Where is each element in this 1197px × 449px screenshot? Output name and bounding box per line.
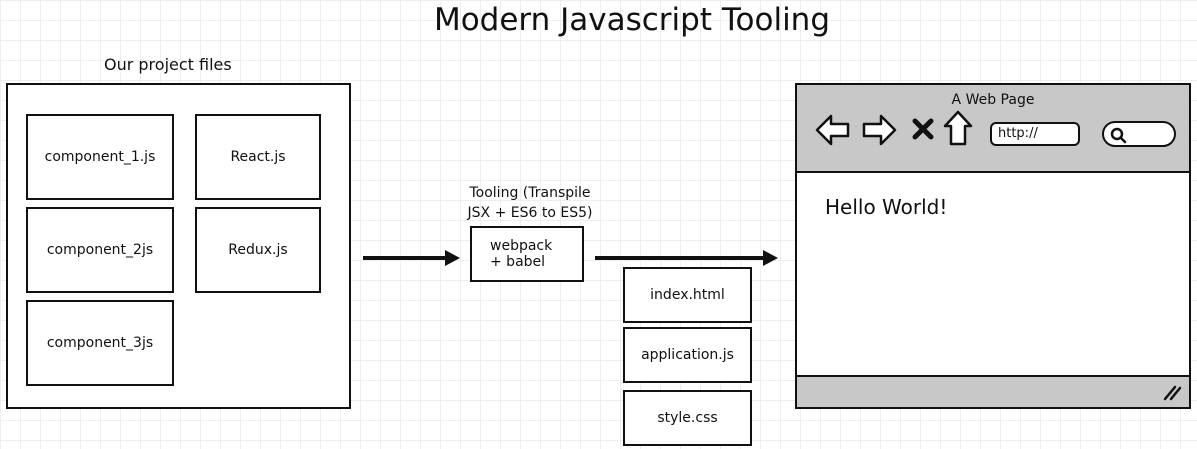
output-file-style: style.css <box>623 390 752 446</box>
diagram-title: Modern Javascript Tooling <box>433 2 831 38</box>
file-name: component_3js <box>46 335 154 351</box>
url-field[interactable]: http:// <box>990 122 1080 146</box>
file-name: React.js <box>230 149 286 165</box>
search-field[interactable] <box>1102 121 1176 147</box>
tooling-label-line2: JSX + ES6 to ES5) <box>467 205 593 221</box>
file-name: application.js <box>641 347 734 363</box>
page-content-text: Hello World! <box>825 195 948 219</box>
file-name: Redux.js <box>228 242 288 258</box>
babel-label: + babel <box>490 254 546 270</box>
browser-toolbar: A Web Page http:// <box>797 85 1189 173</box>
file-name: style.css <box>657 410 718 426</box>
search-icon <box>1110 127 1127 144</box>
file-name: component_1.js <box>44 149 156 165</box>
home-icon[interactable] <box>943 110 973 148</box>
resize-grip-icon[interactable] <box>1163 385 1182 401</box>
project-files-panel: component_1.js React.js component_2js Re… <box>6 83 351 409</box>
stop-icon[interactable] <box>911 117 935 141</box>
file-box-react: React.js <box>195 114 321 200</box>
output-file-application: application.js <box>623 327 752 383</box>
file-box-component-1: component_1.js <box>26 114 174 200</box>
browser-page-title: A Web Page <box>951 92 1035 108</box>
file-box-component-3: component_3js <box>26 300 174 386</box>
output-file-index: index.html <box>623 267 752 323</box>
webpack-label: webpack <box>490 238 553 254</box>
forward-arrow-icon[interactable] <box>861 113 897 147</box>
file-name: index.html <box>650 287 725 303</box>
browser-window: A Web Page http:// Hello World! <box>795 83 1191 409</box>
tooling-label-line1: Tooling (Transpile <box>469 185 591 201</box>
webpack-babel-box: webpack + babel <box>470 226 584 282</box>
project-files-label: Our project files <box>104 55 232 74</box>
file-name: component_2js <box>46 242 154 258</box>
tooling-label: Tooling (Transpile JSX + ES6 to ES5) <box>440 183 620 223</box>
file-box-redux: Redux.js <box>195 207 321 293</box>
browser-status-bar <box>797 375 1189 407</box>
back-arrow-icon[interactable] <box>815 113 851 147</box>
file-box-component-2: component_2js <box>26 207 174 293</box>
